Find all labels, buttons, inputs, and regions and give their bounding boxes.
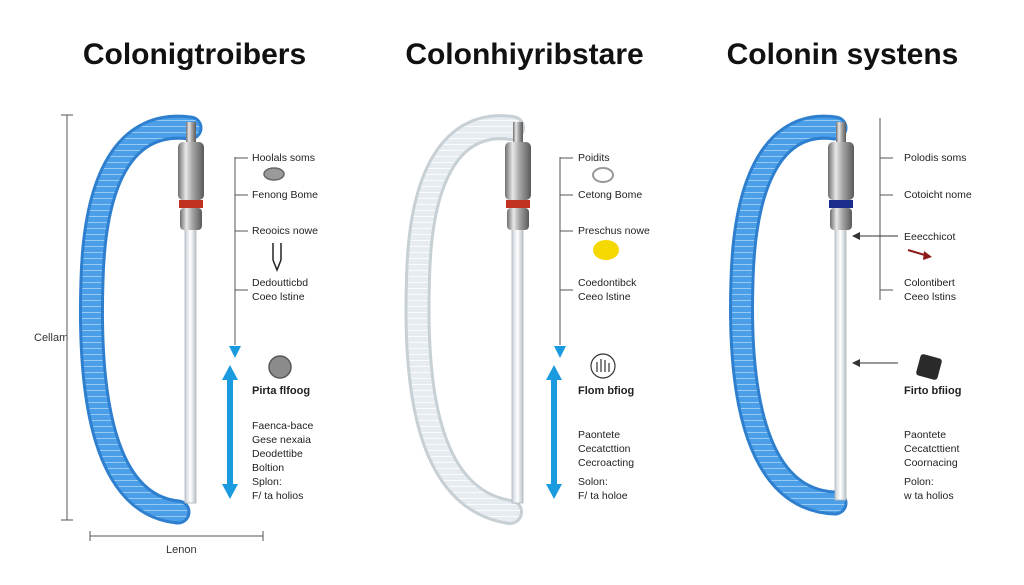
panel-2-label-1: Poidits (578, 152, 610, 164)
panel-1-disc-icon (268, 355, 292, 379)
panel-2-label-4: Coedontibck Ceeo lstine (578, 277, 637, 303)
panel-2-down-arrow (554, 346, 566, 358)
panel-3-connector (828, 122, 854, 230)
panel-1-label-1: Hoolals soms (252, 152, 316, 164)
horizontal-axis-label: Lenon (166, 544, 197, 556)
panel-2-yellow-disc-icon (593, 240, 619, 260)
panel-2-title: Colonhiyribstare (405, 38, 644, 71)
panel-3-label-3: Eeecchicot (904, 231, 956, 243)
panel-2-leader-lines (559, 157, 573, 345)
panel-3-dark-square-icon (916, 354, 942, 380)
panel-1-catheter-rod (184, 227, 197, 504)
panel-3-leader-lines (879, 118, 893, 300)
panel-1-coiled-tube (78, 114, 203, 525)
panel-1-connector (178, 122, 204, 230)
panel-1-leader-lines (234, 157, 248, 345)
panel-3-label-2: Cotoicht nome (904, 189, 972, 201)
panel-3-red-arrow-icon (907, 249, 932, 260)
panel-3-color-band (829, 200, 853, 208)
panel-1-title: Colonigtroibers (82, 38, 307, 71)
panel-3-pointer-arrow-top (852, 232, 898, 240)
panel-2-label-6: Paontete Cecatcttion Cecroacting (578, 429, 635, 469)
panel-2-connector (505, 122, 531, 230)
panel-3-label-1: Polodis soms (904, 152, 967, 164)
panel-1-label-4: Dedoutticbd Coeo lstine (252, 277, 309, 303)
panel-1-down-arrow (229, 346, 241, 358)
panel-2-catheter-rod (511, 227, 524, 504)
vertical-axis-label: Cellam (34, 332, 69, 344)
panel-3-title: Colonin systens (726, 38, 959, 71)
panel-2-glove-icon (590, 353, 616, 379)
panel-2-double-arrow (546, 365, 562, 499)
panel-3-label-4: Colontibert Ceeo lstins (904, 277, 956, 303)
panel-2-label-7: Solon: F/ ta holoe (578, 476, 628, 502)
panel-3-coiled-tube (729, 114, 848, 516)
panel-1-double-arrow (222, 365, 238, 499)
vertical-dimension-line (61, 114, 73, 521)
horizontal-dimension-line (89, 531, 264, 541)
panel-2-label-2: Cetong Bome (578, 189, 643, 201)
panel-2-label-3: Preschus nowe (578, 225, 650, 237)
panel-1-label-3: Reooics nowe (252, 225, 318, 237)
panel-1-needle-icon (272, 243, 282, 273)
panel-2-color-band (506, 200, 530, 208)
panel-3-label-5: Firto bfiiog (904, 385, 962, 397)
panel-1-label-6: Faenca-bace Gese nexaia Deodettibe Bolti… (252, 420, 314, 474)
panel-1-label-7: Splon: F/ ta holios (252, 476, 304, 502)
panel-1-label-2: Fenong Bome (252, 189, 318, 201)
panel-1-label-5: Pirta flfoog (252, 385, 311, 397)
panel-1-oval-icon (263, 167, 285, 181)
panel-2-ring-icon (592, 167, 614, 183)
panel-1-color-band (179, 200, 203, 208)
panel-2-coiled-tube (404, 114, 525, 525)
panel-3-pointer-arrow-bottom (852, 359, 898, 367)
panel-3-label-6: Paontete Cecatcttient Coornacing (904, 429, 960, 469)
panel-2-label-5: Flom bfiog (578, 385, 635, 397)
panel-3-label-7: Polon: w ta holios (904, 476, 954, 502)
panel-3-catheter-rod (834, 227, 847, 501)
